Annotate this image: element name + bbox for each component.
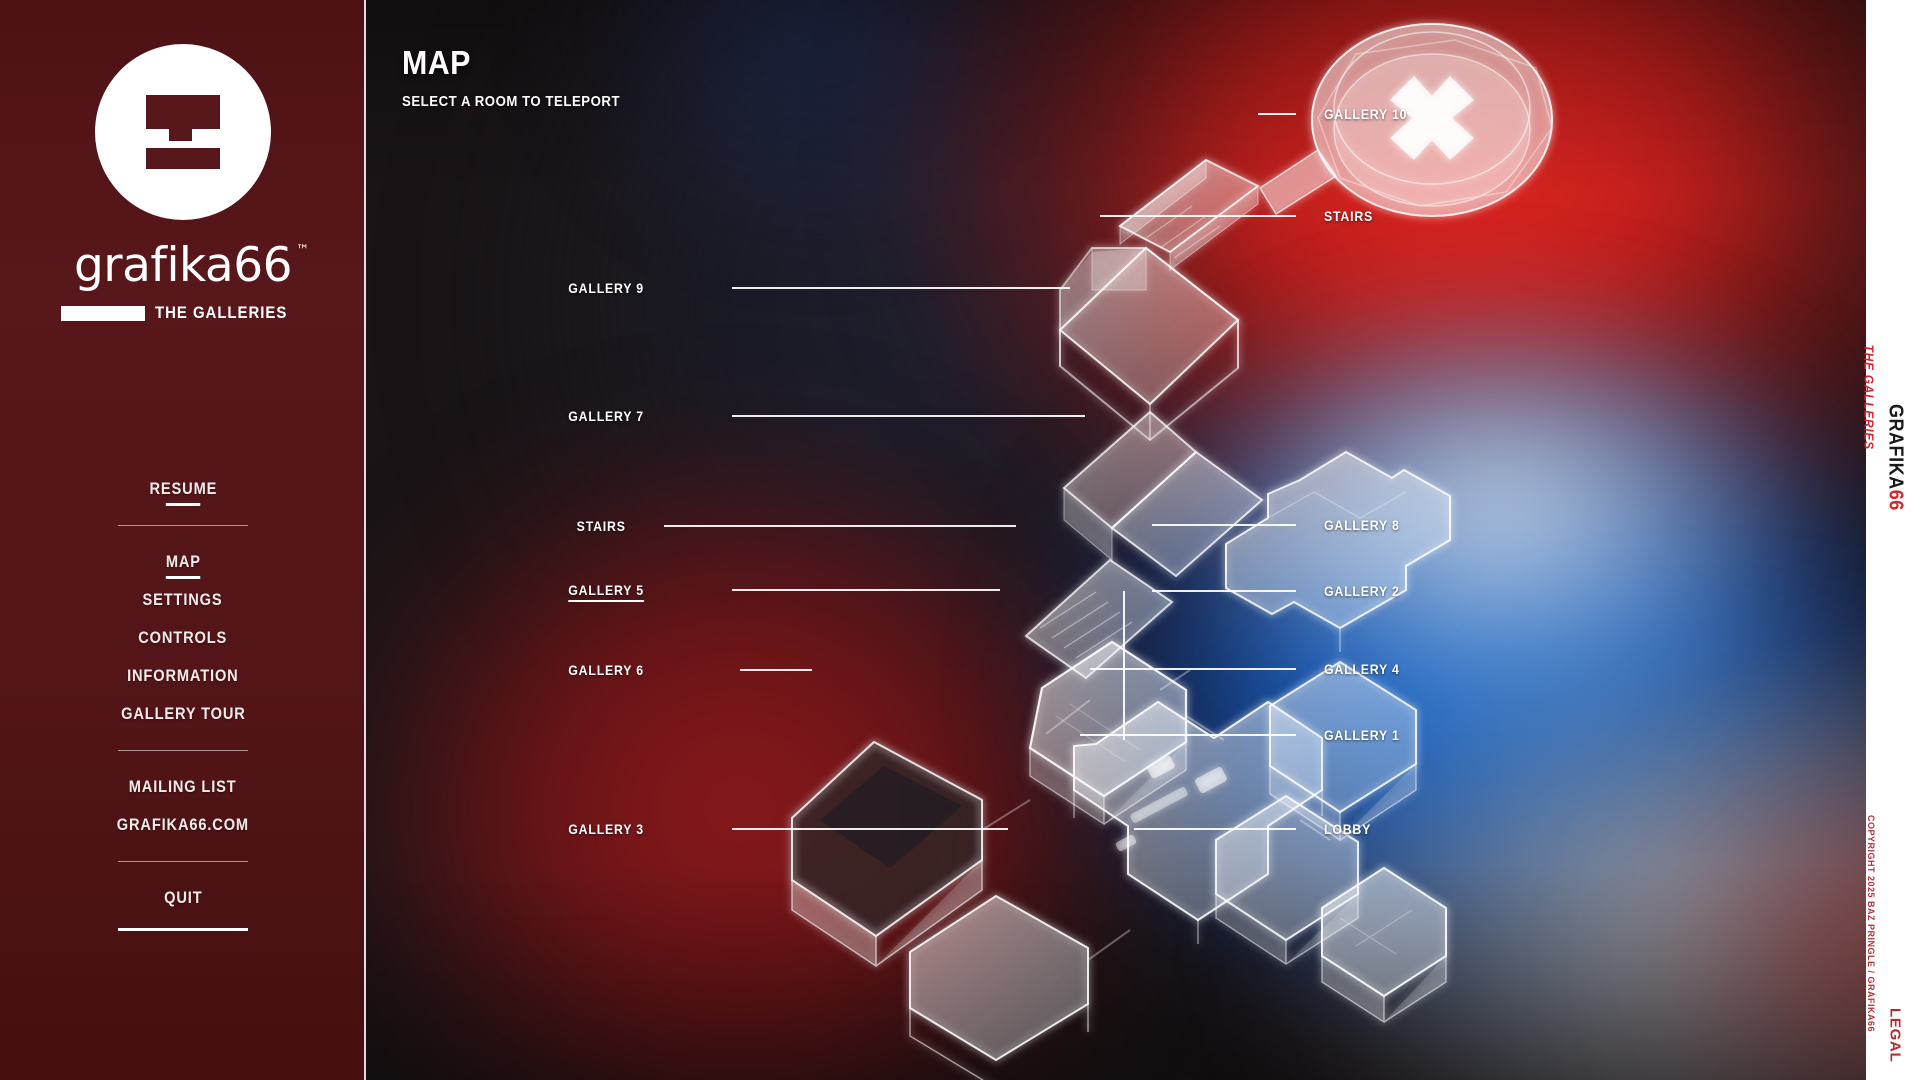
rail-brand-prefix: GRAFIKA: [1884, 403, 1907, 490]
trademark-symbol: ™: [296, 243, 310, 258]
map-label-gallery-7[interactable]: GALLERY 7: [558, 408, 644, 428]
map-label-gallery-6[interactable]: GALLERY 6: [558, 662, 644, 682]
menu-divider-2: [118, 750, 248, 751]
map-label-gallery-10-text: GALLERY 10: [1324, 106, 1408, 122]
main-menu: RESUME MAP SETTINGS CONTROLS INFORMATION: [0, 470, 366, 931]
menu-item-controls-label: CONTROLS: [138, 628, 228, 647]
map-label-stairs-right-text: STAIRS: [1324, 208, 1374, 224]
menu-item-website-label: GRAFIKA66.COM: [116, 815, 250, 834]
menu-item-settings[interactable]: SETTINGS: [138, 581, 228, 619]
map-label-gallery-2[interactable]: GALLERY 2: [1312, 583, 1410, 603]
map-label-gallery-3[interactable]: GALLERY 3: [558, 821, 644, 841]
map-label-stairs-left[interactable]: STAIRS: [570, 518, 626, 538]
map-label-gallery-10[interactable]: GALLERY 10: [1312, 106, 1419, 126]
subtitle-text: THE GALLERIES: [154, 303, 288, 322]
menu-item-map[interactable]: MAP: [160, 543, 205, 581]
menu-item-map-label: MAP: [165, 552, 201, 571]
map-label-gallery-8[interactable]: GALLERY 8: [1312, 517, 1410, 537]
map-label-gallery-8-text: GALLERY 8: [1324, 517, 1400, 533]
menu-item-information-label: INFORMATION: [127, 666, 239, 685]
grafika66-monogram-icon: [95, 44, 271, 220]
map-label-lobby-text: LOBBY: [1324, 821, 1372, 837]
x-marker-icon: [1390, 76, 1474, 160]
map-label-stairs-right[interactable]: STAIRS: [1312, 208, 1380, 228]
room-gallery-10[interactable]: [1258, 23, 1553, 217]
menu-quit-group: QUIT: [118, 879, 248, 931]
map-label-gallery-6-text: GALLERY 6: [568, 662, 644, 678]
menu-secondary-group: MAILING LIST GRAFIKA66.COM: [100, 768, 266, 844]
leader-lines-right: [1080, 113, 1296, 830]
menu-item-information[interactable]: INFORMATION: [122, 657, 244, 695]
map-label-gallery-5[interactable]: GALLERY 5: [558, 582, 644, 602]
room-gallery-9[interactable]: [1058, 246, 1240, 442]
subtitle-rule: [60, 305, 145, 321]
menu-item-mailing-list-label: MAILING LIST: [129, 777, 237, 796]
menu-item-quit-label: QUIT: [163, 888, 203, 907]
rail-brand: GRAFIKA66: [1868, 398, 1920, 517]
map-label-lobby[interactable]: LOBBY: [1312, 821, 1378, 841]
page-subtitle: SELECT A ROOM TO TELEPORT: [402, 93, 621, 110]
brand-block: grafika66 ™ THE GALLERIES: [0, 44, 366, 323]
rail-brand-text: GRAFIKA66: [1884, 404, 1907, 511]
room-lobby[interactable]: [1321, 866, 1447, 1024]
room-gallery-6[interactable]: [791, 740, 983, 968]
menu-item-settings-label: SETTINGS: [142, 590, 223, 609]
map-label-gallery-4-text: GALLERY 4: [1324, 661, 1400, 677]
room-gallery-3[interactable]: [909, 894, 1089, 1080]
room-stairs-upper[interactable]: [1118, 158, 1260, 271]
menu-item-resume-label: RESUME: [149, 479, 217, 498]
page-header: MAP SELECT A ROOM TO TELEPORT: [402, 46, 650, 110]
rail-brand-accent: 66: [1884, 489, 1907, 511]
rail-legal-text: LEGAL: [1886, 1007, 1904, 1062]
map-label-gallery-5-text: GALLERY 5: [568, 582, 644, 602]
rail-copyright-text: COPYRIGHT 2025 BAZ PRINGLE / GRAFIKA66: [1866, 814, 1876, 1032]
menu-item-quit[interactable]: QUIT: [159, 879, 208, 917]
right-rail: THE GALLERIES GRAFIKA66 COPYRIGHT 2025 B…: [1862, 0, 1920, 1080]
sidebar: grafika66 ™ THE GALLERIES RESUME MAP: [0, 0, 366, 1080]
room-gallery-4[interactable]: [1269, 660, 1417, 842]
menu-divider-3: [118, 861, 248, 862]
rail-galleries-text: THE GALLERIES: [1861, 344, 1877, 450]
map-label-gallery-1-text: GALLERY 1: [1324, 727, 1400, 743]
brand-wordmark: grafika66 ™: [74, 242, 309, 289]
map-label-gallery-7-text: GALLERY 7: [568, 408, 644, 424]
brand-wordmark-text: grafika66: [73, 238, 293, 293]
map-label-gallery-9[interactable]: GALLERY 9: [558, 280, 644, 300]
map-label-stairs-left-text: STAIRS: [576, 518, 626, 534]
rail-legal[interactable]: LEGAL: [1868, 1008, 1920, 1062]
map-label-gallery-3-text: GALLERY 3: [568, 821, 644, 837]
map-label-gallery-2-text: GALLERY 2: [1324, 583, 1400, 599]
room-gallery-7[interactable]: [1062, 410, 1264, 578]
menu-item-gallery-tour[interactable]: GALLERY TOUR: [116, 695, 251, 733]
map-label-gallery-4[interactable]: GALLERY 4: [1312, 661, 1410, 681]
menu-item-gallery-tour-label: GALLERY TOUR: [120, 704, 246, 723]
rail-copyright: COPYRIGHT 2025 BAZ PRINGLE / GRAFIKA66: [1844, 815, 1898, 1032]
menu-primary-group: MAP SETTINGS CONTROLS INFORMATION GALLER…: [105, 543, 262, 733]
quit-rule: [118, 928, 248, 931]
brand-subtitle: THE GALLERIES: [60, 303, 305, 323]
rail-galleries: THE GALLERIES: [1842, 340, 1896, 454]
menu-item-mailing-list[interactable]: MAILING LIST: [124, 768, 242, 806]
menu-item-website[interactable]: GRAFIKA66.COM: [112, 806, 255, 844]
room-gallery-8[interactable]: [1225, 450, 1451, 652]
page-title: MAP: [402, 44, 471, 81]
menu-item-controls[interactable]: CONTROLS: [133, 619, 232, 657]
menu-divider-1: [118, 525, 248, 526]
map-label-gallery-9-text: GALLERY 9: [568, 280, 644, 296]
map-label-gallery-1[interactable]: GALLERY 1: [1312, 727, 1410, 747]
map-corridors: [981, 669, 1331, 961]
menu-item-resume[interactable]: RESUME: [144, 470, 222, 508]
leader-lines-left: [664, 287, 1085, 830]
